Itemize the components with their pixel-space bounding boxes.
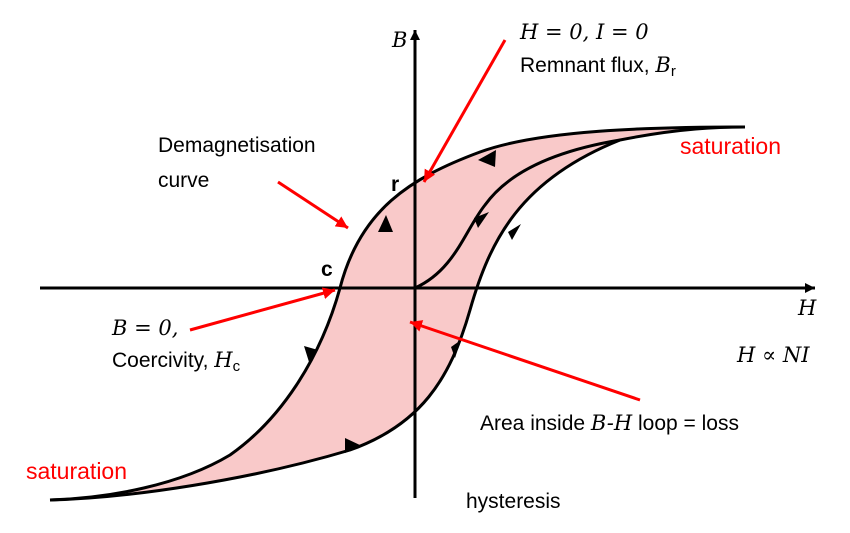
demagnetisation-label-line2: curve: [158, 169, 210, 192]
saturation-bottom-label: saturation: [26, 458, 128, 484]
point-r-label: r: [391, 173, 400, 196]
initial-magnetisation-curve: [414, 138, 621, 290]
lower-branch-curve: [49, 125, 746, 502]
remnant-flux-label: Remnant flux, Br: [520, 53, 676, 80]
coercivity-condition-label: B = 0,: [112, 316, 179, 340]
remnant-flux-symbol: B: [655, 53, 671, 77]
coercivity-arrow: [189, 287, 336, 332]
direction-arrow-upper-lower: [304, 346, 318, 362]
remnant-flux-arrow: [422, 39, 507, 183]
loop-area: [50, 127, 745, 500]
remnant-condition-label: H = 0, I = 0: [520, 20, 649, 44]
loss-area-label: Area inside B-H loop = loss: [480, 411, 739, 435]
loss-area-text-post: loop = loss: [632, 412, 739, 435]
hysteresis-caption: hysteresis: [466, 490, 561, 513]
coercivity-symbol: H: [214, 348, 233, 372]
demagnetisation-arrow: [277, 180, 349, 230]
coercivity-text: Coercivity,: [112, 349, 215, 372]
loss-area-text-pre: Area inside: [480, 412, 591, 435]
b-axis-label: B: [392, 28, 408, 52]
direction-arrow-initial: [474, 212, 489, 228]
direction-arrow-lower-upper: [508, 224, 521, 240]
h-axis-label: H: [798, 296, 817, 320]
upper-branch-curve: [49, 125, 746, 502]
point-c-label: c: [321, 258, 333, 281]
demagnetisation-label-line1: Demagnetisation: [158, 134, 316, 157]
direction-arrow-lower-left: [345, 438, 362, 453]
coercivity-label: Coercivity, Hc: [112, 348, 241, 375]
saturation-top-label: saturation: [680, 133, 782, 159]
coercivity-subscript: c: [232, 358, 241, 375]
direction-arrow-upper-left: [378, 215, 393, 232]
remnant-flux-text: Remnant flux,: [520, 54, 656, 77]
loss-area-arrow: [409, 320, 641, 402]
h-proportional-label: H ∝ NI: [737, 343, 810, 367]
loss-area-symbol: B-H: [590, 411, 633, 435]
remnant-flux-subscript: r: [670, 63, 676, 80]
direction-arrow-upper-right: [478, 150, 496, 167]
direction-arrow-lower-right: [451, 340, 461, 358]
